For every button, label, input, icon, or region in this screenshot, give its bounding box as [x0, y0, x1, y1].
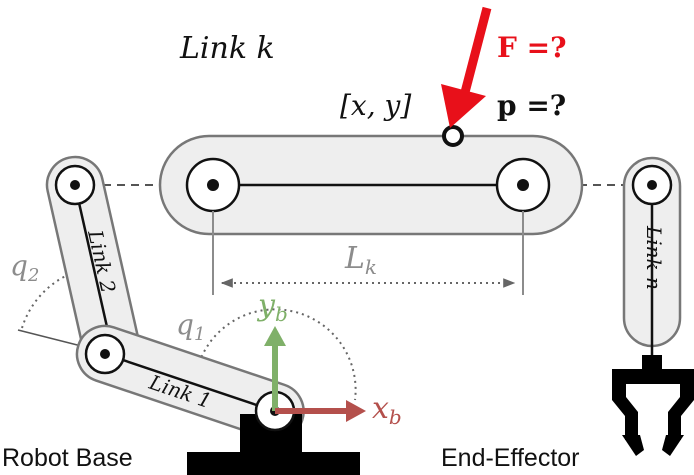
length-label: Lk — [344, 241, 377, 279]
x-axis-arrowhead — [346, 400, 366, 422]
force-label: F =? — [497, 31, 567, 64]
joint-icon — [84, 333, 126, 375]
joint-icon — [495, 157, 551, 213]
joint-icon — [185, 157, 241, 213]
y-axis-arrowhead — [264, 326, 286, 346]
joint-icon — [631, 164, 673, 206]
q1-arc — [194, 308, 357, 401]
link-n-label: Link n — [642, 225, 666, 290]
link-1-body — [75, 324, 305, 441]
robot-base-label: Robot Base — [2, 444, 133, 472]
q2-label: q2 — [10, 249, 39, 286]
link-k-title: Link k — [179, 31, 275, 66]
contact-point-label: [x, y] — [340, 89, 411, 122]
contact-point — [442, 125, 464, 147]
gripper-icon — [612, 355, 694, 456]
q1-label: q1 — [176, 308, 205, 345]
force-arrow-icon — [441, 6, 492, 128]
position-label: p =? — [497, 89, 566, 122]
x-axis-label: xb — [372, 391, 402, 429]
joint-icon — [54, 164, 96, 206]
end-effector-label: End-Effector — [441, 444, 580, 472]
y-axis-label: yb — [256, 288, 288, 326]
